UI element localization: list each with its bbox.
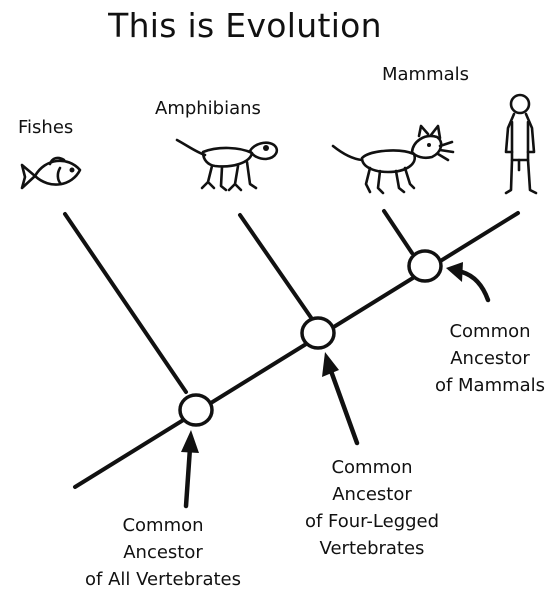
callout-all-line-1: Common	[48, 512, 278, 539]
callout-mammals-line-2: Ancestor	[420, 345, 560, 372]
arrow-all-vertebrates	[181, 430, 199, 506]
amphibian-icon	[177, 140, 277, 190]
node-mammals	[409, 251, 441, 281]
cat-icon	[333, 126, 453, 193]
callout-four-line-1: Common	[272, 454, 472, 481]
callout-four-line-3: of Four-Legged	[272, 508, 472, 535]
callout-all-vertebrates: Common Ancestor of All Vertebrates	[48, 512, 278, 593]
node-four-legged	[302, 318, 334, 348]
callout-four-line-4: Vertebrates	[272, 535, 472, 562]
fish-icon	[22, 158, 80, 188]
branch-amphibians	[240, 215, 312, 319]
callout-all-line-3: of All Vertebrates	[48, 566, 278, 593]
callout-mammals-line-1: Common	[420, 318, 560, 345]
callout-mammals: Common Ancestor of Mammals	[420, 318, 560, 399]
branch-mammals	[384, 211, 412, 253]
callout-all-line-2: Ancestor	[48, 539, 278, 566]
arrow-mammals	[446, 262, 488, 300]
callout-mammals-line-3: of Mammals	[420, 372, 560, 399]
callout-four-line-2: Ancestor	[272, 481, 472, 508]
callout-four-legged: Common Ancestor of Four-Legged Vertebrat…	[272, 454, 472, 562]
branch-fishes	[65, 214, 186, 392]
arrow-four-legged	[322, 352, 357, 443]
human-icon	[506, 95, 536, 193]
node-all-vertebrates	[180, 395, 212, 425]
